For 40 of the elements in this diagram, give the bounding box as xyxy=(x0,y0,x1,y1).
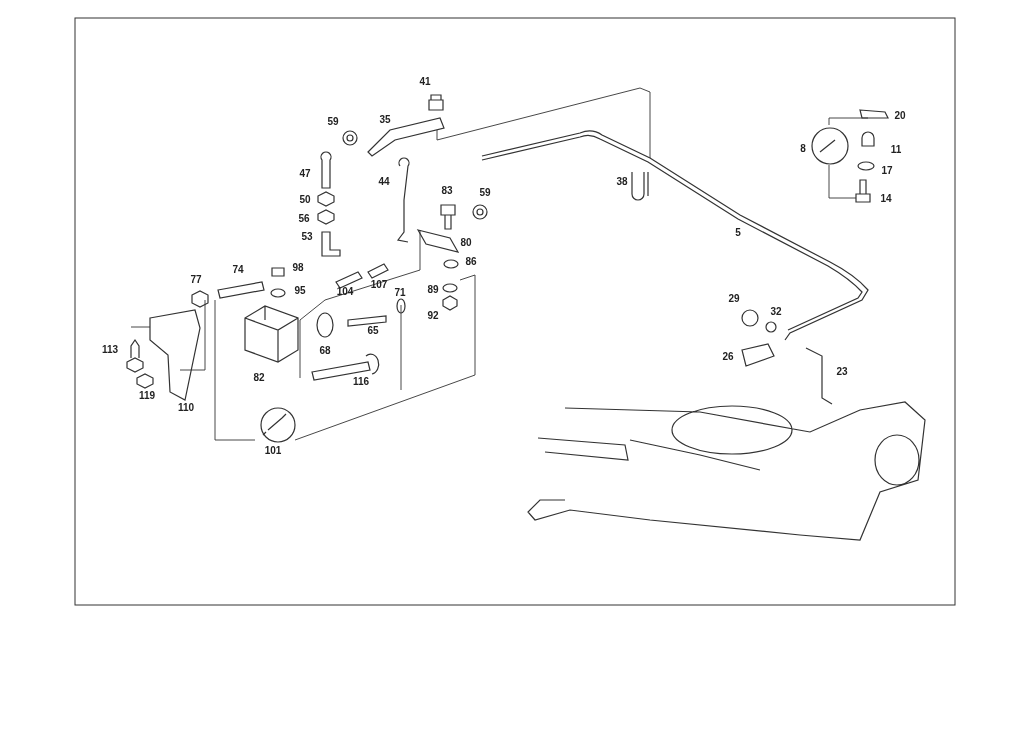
callout-number: 44 xyxy=(378,177,390,187)
callout-number: 17 xyxy=(881,166,893,176)
callout-number: 50 xyxy=(299,195,311,205)
callout-number: 82 xyxy=(253,373,265,383)
callout-number: 74 xyxy=(232,265,244,275)
callout-number: 83 xyxy=(441,186,453,196)
callout-number: 14 xyxy=(880,194,892,204)
callout-number: 56 xyxy=(298,214,310,224)
callout-number: 38 xyxy=(616,177,628,187)
callout-number: 8 xyxy=(800,144,806,154)
callout-number: 32 xyxy=(770,307,782,317)
callout-number: 107 xyxy=(370,280,388,290)
callout-number: 89 xyxy=(427,285,439,295)
callout-number: 104 xyxy=(336,287,354,297)
callout-number: 59 xyxy=(327,117,339,127)
callout-number: 29 xyxy=(728,294,740,304)
callout-number: 113 xyxy=(101,345,119,355)
callout-number: 35 xyxy=(379,115,391,125)
callout-number: 20 xyxy=(894,111,906,121)
callout-number: 26 xyxy=(722,352,734,362)
callout-number: 77 xyxy=(190,275,202,285)
callout-number: 119 xyxy=(138,391,156,401)
callout-number: 5 xyxy=(735,228,741,238)
callout-number: 53 xyxy=(301,232,313,242)
callout-number: 71 xyxy=(394,288,406,298)
callout-number: 68 xyxy=(319,346,331,356)
callout-number: 92 xyxy=(427,311,439,321)
callout-number: 11 xyxy=(890,145,902,155)
callout-number: 80 xyxy=(460,238,472,248)
callout-number: 95 xyxy=(294,286,306,296)
callout-number: 101 xyxy=(264,446,282,456)
callout-number: 110 xyxy=(177,403,195,413)
callout-number: 65 xyxy=(367,326,379,336)
callout-number: 47 xyxy=(299,169,311,179)
callout-number: 59 xyxy=(479,188,491,198)
callout-number: 23 xyxy=(836,367,848,377)
callout-number: 98 xyxy=(292,263,304,273)
callout-number: 116 xyxy=(352,377,370,387)
callout-number: 86 xyxy=(465,257,477,267)
callout-number: 41 xyxy=(419,77,431,87)
